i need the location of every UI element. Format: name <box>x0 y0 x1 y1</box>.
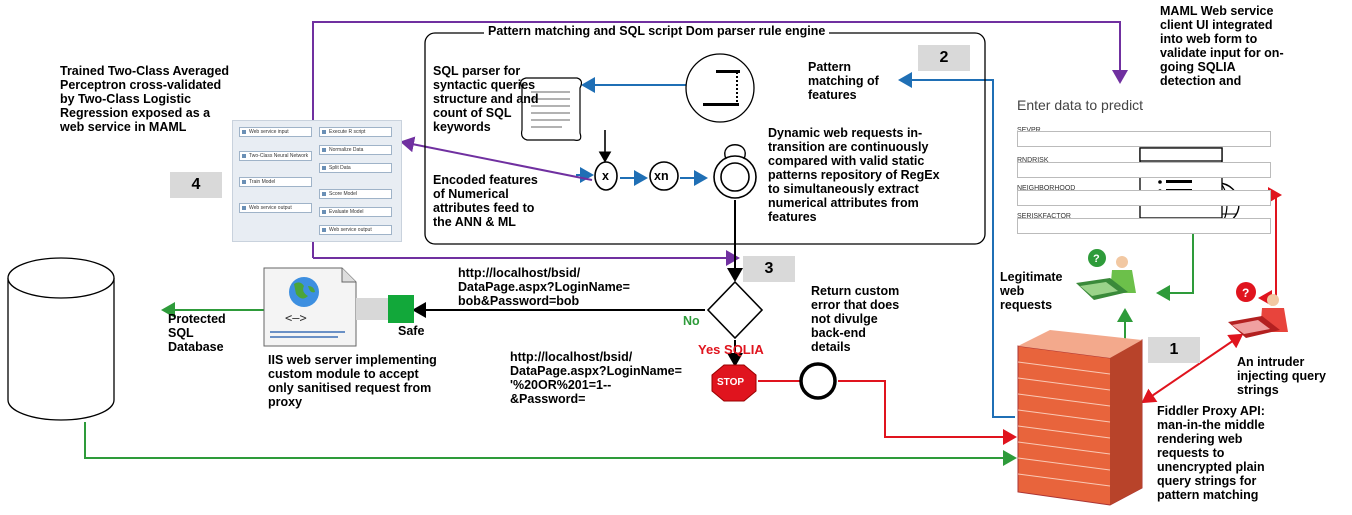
workflow-module: Two-Class Neural Network <box>239 151 312 161</box>
script-doc-icon <box>520 77 583 141</box>
badge-3: 3 <box>743 256 795 282</box>
badge-4: 4 <box>170 172 222 198</box>
workflow-module: Web service output <box>319 225 392 235</box>
workflow-module: Normalize Data <box>319 145 392 155</box>
rule-engine-title: Pattern matching and SQL script Dom pars… <box>484 24 830 38</box>
list-form-icon <box>1139 147 1223 219</box>
node-x-label: x <box>602 169 609 183</box>
firewall-icon <box>1017 330 1143 506</box>
badge-2: 2 <box>918 45 970 71</box>
pattern-matching-icon <box>685 53 755 123</box>
form-field-label: SEVPR <box>1017 124 1041 138</box>
safe-label: Safe <box>398 324 425 338</box>
workflow-module: Web service input <box>239 127 312 137</box>
form-field-label: SERISKFACTOR <box>1017 213 1071 220</box>
form-field-input[interactable] <box>1017 131 1271 147</box>
svg-text:?: ? <box>1093 253 1100 265</box>
intruder-icon: ? <box>1228 282 1288 338</box>
legitimate-requests-label: Legitimate web requests <box>1000 270 1063 312</box>
svg-text:?: ? <box>1242 286 1249 300</box>
protected-db-label: Protected SQL Database <box>168 312 226 354</box>
red-intruder-web <box>1258 187 1282 306</box>
badge-1: 1 <box>1148 337 1200 363</box>
red-error-link <box>838 380 1017 445</box>
safe-filter-icon <box>356 295 414 323</box>
iis-page-icon: <—> <box>263 267 357 347</box>
state-node <box>713 144 757 199</box>
workflow-module: Train Model <box>239 177 312 187</box>
blue-link-proxy <box>898 72 1015 418</box>
iis-server-label: IIS web server implementing custom modul… <box>268 353 437 409</box>
workflow-module: Execute R script <box>319 127 392 137</box>
workflow-module: Split Data <box>319 163 392 173</box>
node-x <box>594 161 618 191</box>
form-field-input[interactable] <box>1017 218 1271 234</box>
workflow-module: Score Model <box>319 189 392 199</box>
node-xn-label: xn <box>654 169 669 183</box>
fiddler-proxy-label: Fiddler Proxy API: man-in-the middle ren… <box>1157 404 1265 502</box>
form-field-label: RNDRISK <box>1017 157 1049 164</box>
form-heading: Enter data to predict <box>1017 97 1144 113</box>
decision-diamond <box>706 280 764 340</box>
trained-model-label: Trained Two-Class Averaged Perceptron cr… <box>60 64 230 134</box>
error-node <box>799 362 837 400</box>
legitimate-user-icon: ? <box>1076 249 1136 300</box>
stop-sign <box>711 364 757 402</box>
yes-sqlia-label: Yes SQLIA <box>698 342 764 357</box>
svg-text:<—>: <—> <box>285 311 307 325</box>
database-icon <box>7 257 115 421</box>
encoded-features-label: Encoded features of Numerical attributes… <box>433 173 538 229</box>
form-field-input[interactable] <box>1017 162 1271 178</box>
no-label: No <box>683 314 700 328</box>
form-field-input[interactable] <box>1017 190 1271 206</box>
form-field-label: NEIGHBORHOOD <box>1017 185 1076 192</box>
stop-label: STOP <box>717 377 745 388</box>
intruder-label: An intruder injecting query strings <box>1237 355 1326 397</box>
workflow-module: Evaluate Model <box>319 207 392 217</box>
pattern-matching-label: Pattern matching of features <box>808 60 879 102</box>
maml-client-label: MAML Web service client UI integrated in… <box>1160 4 1284 88</box>
sql-parser-label: SQL parser for syntactic queries structu… <box>433 64 539 134</box>
attack-url-label: http://localhost/bsid/ DataPage.aspx?Log… <box>510 350 682 406</box>
dynamic-requests-label: Dynamic web requests in- transition are … <box>768 126 940 224</box>
node-xn <box>649 161 679 191</box>
return-error-label: Return custom error that does not divulg… <box>811 284 900 354</box>
safe-url-label: http://localhost/bsid/ DataPage.aspx?Log… <box>458 266 630 308</box>
maml-workflow-screenshot: Web service input Execute R script Two-C… <box>232 120 402 242</box>
green-legit-web <box>1156 220 1201 301</box>
purple-encoded-link <box>400 136 593 181</box>
workflow-module: Web service output <box>239 203 312 213</box>
red-intruder-proxy <box>1141 333 1244 404</box>
green-db-link <box>84 422 1017 466</box>
